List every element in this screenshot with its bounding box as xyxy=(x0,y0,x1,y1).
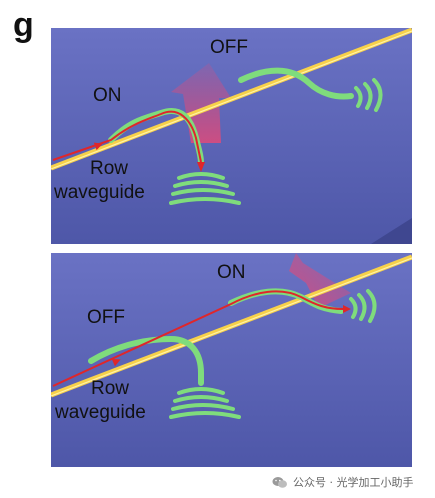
watermark: 公众号 · 光学加工小助手 xyxy=(272,474,414,490)
bottom-panel-illustration xyxy=(51,253,412,467)
bottom-on-label: ON xyxy=(217,262,246,283)
light-path xyxy=(52,290,351,387)
bottom-row-label-line1: Row xyxy=(91,378,130,399)
emission-beam xyxy=(171,63,231,143)
bottom-row-label-line2: waveguide xyxy=(55,402,146,423)
top-panel-illustration xyxy=(51,28,412,244)
panel-label: g xyxy=(13,6,34,44)
wechat-icon xyxy=(272,476,287,488)
bottom-panel-scene xyxy=(51,253,412,467)
row-waveguide xyxy=(51,254,412,398)
top-off-label: OFF xyxy=(210,37,248,58)
top-row-label-line1: Row xyxy=(90,158,129,179)
top-panel-scene xyxy=(51,28,412,244)
emission-beam xyxy=(289,253,351,308)
watermark-text: 公众号 · 光学加工小助手 xyxy=(293,476,414,489)
off-switch xyxy=(238,67,383,112)
bottom-off-label: OFF xyxy=(87,307,125,328)
top-row-label-line2: waveguide xyxy=(54,182,145,203)
row-waveguide xyxy=(51,28,412,171)
off-switch xyxy=(88,335,241,419)
light-path xyxy=(52,110,205,172)
on-switch xyxy=(108,108,241,205)
top-on-label: ON xyxy=(93,85,122,106)
